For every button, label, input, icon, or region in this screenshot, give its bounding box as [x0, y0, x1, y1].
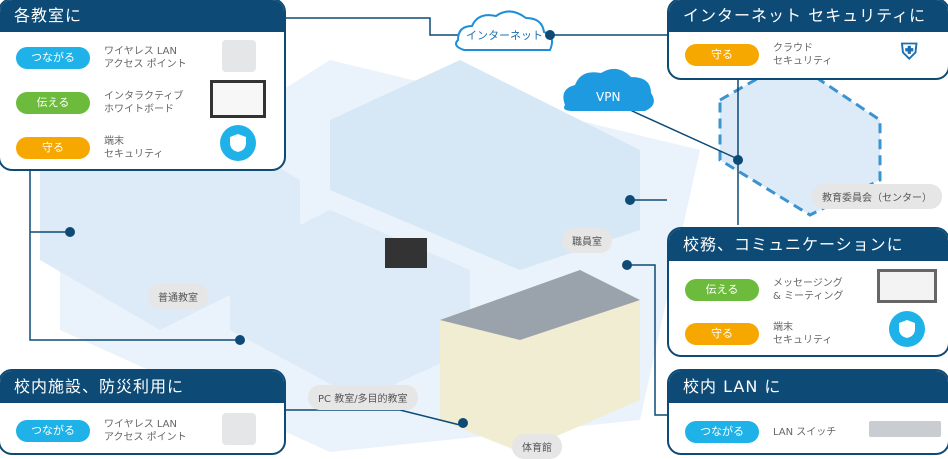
school-lan-panel: 校内 LAN に つながる LAN スイッチ [667, 369, 948, 455]
room-label-gym: 体育館 [512, 434, 562, 459]
communicate-badge: 伝える [16, 92, 90, 114]
classroom-panel: 各教室に つながるワイヤレス LAN アクセス ポイント 伝えるインタラクティブ… [0, 0, 286, 171]
device-desc: クラウド セキュリティ [773, 43, 833, 67]
device-desc: ワイヤレス LAN アクセス ポイント [104, 46, 187, 70]
shield-icon [220, 125, 256, 161]
room-label-staff: 職員室 [562, 228, 612, 253]
vpn-cloud-label: VPN [596, 90, 621, 104]
access-point-icon [222, 413, 256, 445]
connector-dot [65, 227, 75, 237]
facility-disaster-panel: 校内施設、防災利用に つながるワイヤレス LAN アクセス ポイント [0, 369, 286, 455]
room-label-regular: 普通教室 [148, 284, 208, 309]
cloud-security-shield-icon: ⛨ [901, 40, 918, 65]
classroom-display [385, 238, 427, 268]
connect-badge: つながる [16, 420, 90, 442]
connector-dot [545, 30, 555, 40]
communicate-badge: 伝える [685, 279, 759, 301]
room-label-pc: PC 教室/多目的教室 [308, 385, 418, 410]
protect-badge: 守る [685, 44, 759, 66]
internet-cloud-icon [455, 10, 553, 51]
device-desc: ワイヤレス LAN アクセス ポイント [104, 419, 187, 443]
panel-title: 校内 LAN に [669, 371, 948, 403]
panel-title: 校内施設、防災利用に [0, 371, 284, 403]
connect-badge: つながる [16, 47, 90, 69]
device-desc: 端末 セキュリティ [773, 322, 833, 346]
connector-dot [625, 195, 635, 205]
device-desc: インタラクティブ ホワイトボード [104, 91, 184, 115]
protect-badge: 守る [16, 137, 90, 159]
connector-dot [622, 260, 632, 270]
connector-dot [235, 335, 245, 345]
staff-room [330, 60, 640, 270]
internet-security-panel: インターネット セキュリティに 守るクラウド セキュリティ ⛨ [667, 0, 948, 80]
connector-dot [458, 418, 468, 428]
panel-title: 各教室に [0, 0, 284, 32]
whiteboard-icon [210, 80, 266, 118]
laptop-icon [877, 269, 937, 303]
panel-title: 校務、コミュニケーションに [669, 229, 948, 261]
admin-communication-panel: 校務、コミュニケーションに 伝えるメッセージング & ミーティング 守る端末 セ… [667, 227, 948, 357]
access-point-icon [222, 40, 256, 72]
room-label-board: 教育委員会（センター） [812, 184, 942, 209]
connector-dot [733, 155, 743, 165]
internet-cloud-label: インターネット [466, 29, 543, 42]
panel-title: インターネット セキュリティに [669, 0, 948, 32]
vpn-cloud-icon [563, 68, 654, 111]
shield-icon [889, 311, 925, 347]
device-desc: メッセージング & ミーティング [773, 278, 844, 302]
connect-badge: つながる [685, 421, 759, 443]
lan-switch-icon [869, 421, 941, 437]
protect-badge: 守る [685, 323, 759, 345]
device-desc: 端末 セキュリティ [104, 136, 164, 160]
device-desc: LAN スイッチ [773, 426, 837, 438]
